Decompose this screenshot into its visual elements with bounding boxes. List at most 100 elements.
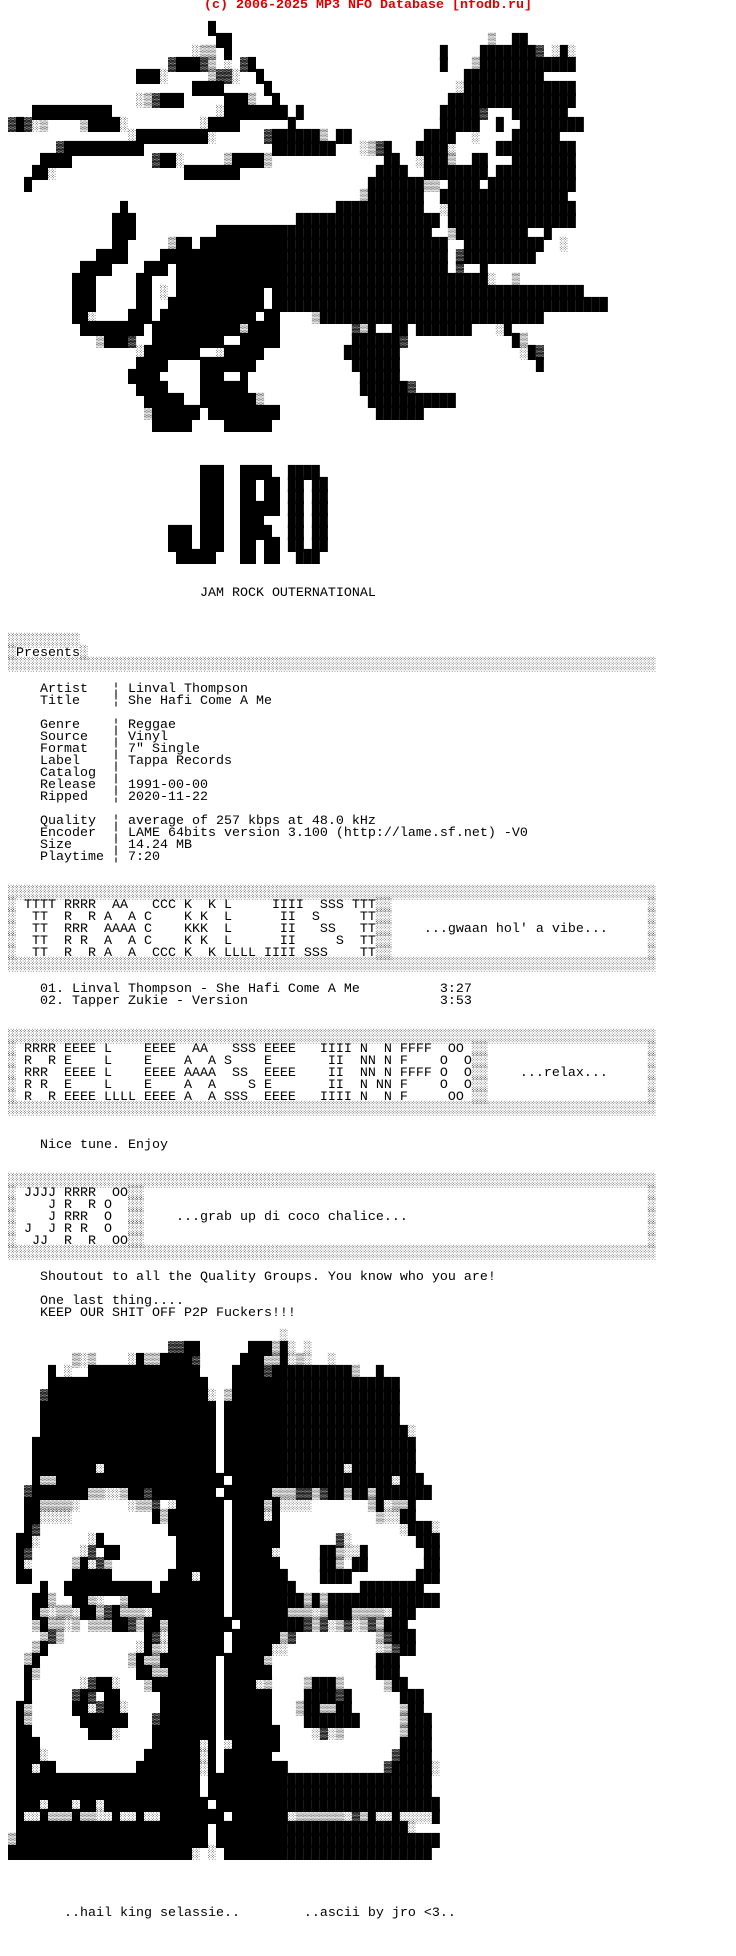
lion-art-line: ▒███████ ████████████████ <box>0 190 568 205</box>
lion-art-line: ██░ ███ ████████████ ██ ▒███████████████… <box>0 310 544 325</box>
info-field-genre: Genre ¦ Reggae <box>0 718 176 733</box>
lion-art-line: ▓██████████ ████████ ░▒▓█ ████░ ████████… <box>0 142 576 157</box>
spacer <box>0 0 656 12</box>
speakers-art-line: ▒▓▒ █▓░███████ ██████▒▓ ▒▓███ <box>0 1630 416 1645</box>
speakers-art-line: ▓███████▒▒░░▒██▓████████ ██████▒▒▒▓▓▒▓██… <box>0 1486 432 1501</box>
lion-art-line: ██ ▒██ ███████████████████████████████ █… <box>0 238 568 253</box>
spacer <box>0 1152 656 1164</box>
spacer <box>0 612 656 624</box>
speakers-art-line: █ ░ ██████████████ ████▓██████████▒ █ <box>0 1366 384 1381</box>
jro-logo-line: ███ ████ ████ <box>0 466 320 481</box>
lion-art-line: ██████████ ░████████ █ █████▓ ███████ <box>0 106 568 121</box>
spacer <box>0 600 656 612</box>
lion-art-line: ███ ██ ░ ███████████ ███████████████████… <box>0 286 584 301</box>
info-field-release: Release ¦ 1991-00-00 <box>0 778 208 793</box>
speakers-art-line: ██░░░░ █▒███████ ████░█ ▒░░██ <box>0 1510 416 1525</box>
jro-logo-line: ███ █████ ██ ██ <box>0 502 328 517</box>
tracklist-banner-line: ░ TTTT RRRR AA CCC K K L IIII SSS TTT░░ … <box>0 898 656 913</box>
speakers-art-line: █ ███████████ ████████ ████████ ████████ <box>0 1582 424 1597</box>
jro-logo-line: ███ ███ ██ ██ ██ ██ <box>0 538 328 553</box>
lion-art-line: ████████ ███████████▒████ ▓▒█ ██ ███████… <box>0 322 512 337</box>
spacer <box>0 564 656 576</box>
speakers-art-line: ░ <box>0 1330 288 1345</box>
presents-box-top: ░░░░░░░░░ <box>0 634 80 649</box>
lion-art-line: █ ███████▒▒ ████ ███████████ <box>0 178 576 193</box>
speakers-art-line: █░░█▒▒▒█▒▒░░█░░█░░████████ ███████░▒▒▒▒▒… <box>0 1810 440 1825</box>
lion-art-line: ███ ██ █████████████████████████████████… <box>0 274 520 289</box>
info-field-size: Size ¦ 14.24 MB <box>0 838 192 853</box>
jro-banner-line: ░ J J R R O ░░ ░ <box>0 1222 656 1237</box>
spacer <box>0 864 656 876</box>
speakers-art-line: █░ ▒█░▓▒ ██████ ██████ ██▒ ██ ██ <box>0 1558 440 1573</box>
info-field-catalog: Catalog ¦ <box>0 766 128 781</box>
speakers-art-line: ██░ ░█ ██████ ██████ ▓░ ███ <box>0 1534 440 1549</box>
info-field-title: Title ¦ She Hafi Come A Me <box>0 694 272 709</box>
spacer <box>0 1116 656 1128</box>
lion-art-line: █████ ██████ <box>0 418 272 433</box>
lion-art-line: ░▒▓███ ███▒ █ ████████████████ <box>0 94 576 109</box>
lion-art-line: ████ ███████ ██████ █ <box>0 358 544 373</box>
shoutout-text: Shoutout to all the Quality Groups. You … <box>0 1270 496 1285</box>
lion-art-line: ███░ ▒▓▓░ █ ██████████ <box>0 70 544 85</box>
lion-art-line: ███ ██████████████████ ████████████████ <box>0 214 576 229</box>
speakers-art-line: ▓▓██ ███▒█░ ░ <box>0 1342 312 1357</box>
speakers-art-line: ███████████████████████░ ░ █████████████… <box>0 1846 432 1861</box>
jro-box-bottom: ░░░░░░░░░░░░░░░░░░░░░░░░░░░░░░░░░░░░░░░░… <box>0 1246 656 1261</box>
lion-art-line: ███ ███████████████████████████ ▒███████… <box>0 226 552 241</box>
speakers-art-line: █▓ ░▓ ██ ██████ █████░ ██▒░░█ ██ <box>0 1546 440 1561</box>
jro-logo-line: ███ ███ ████ ██ ██ <box>0 526 328 541</box>
speakers-art-line: ████████████████████ ███████████████████… <box>0 1378 400 1393</box>
info-field-source: Source ¦ Vinyl <box>0 730 168 745</box>
jro-logo-line: ███ ██ ██ ██ ██ <box>0 478 328 493</box>
speakers-art-line: ███░███░██░█████████████ ███████████████… <box>0 1798 440 1813</box>
track-row: 01. Linval Thompson - She Hafi Come A Me… <box>0 982 472 997</box>
release-info-box-bottom: ░░░░░░░░░░░░░░░░░░░░░░░░░░░░░░░░░░░░░░░░… <box>0 1102 656 1117</box>
lion-art-line: █ ███████████ ░████████████████ <box>0 202 576 217</box>
lion-art-line: ░▒▒ █ █ ███████▓ ░█░ <box>0 46 576 61</box>
copyright-header: (c) 2006-2025 MP3 NFO Database [nfodb.ru… <box>204 0 532 13</box>
info-field-artist: Artist ¦ Linval Thompson <box>0 682 248 697</box>
speakers-art-line: ██▒▒▒▒░ ░▒▒▓ ░██████ ████▒█░░░░ ▒█░▒▒█ <box>0 1498 416 1513</box>
lion-art-line: ████ █ ░██████████████ <box>0 82 576 97</box>
release-info-banner-line: ░ R R E L E A A S E II NN N F O O░░ ░ <box>0 1054 656 1069</box>
release-info-banner-line: ░ R R EEEE LLLL EEEE A A SSS EEEE IIII N… <box>0 1090 656 1105</box>
lion-art-line: ▓███▓▒ ░ ▓█ █ ▒████████████ <box>0 58 576 73</box>
speakers-art-line: █▒░▒▒░██▒▓█▒▒▒░█████████ ███████▒▒▒░▒███… <box>0 1606 416 1621</box>
lion-art-line: ███ ██ ████████████ ████████████████████… <box>0 298 608 313</box>
tracklist-box-bottom: ░░░░░░░░░░░░░░░░░░░░░░░░░░░░░░░░░░░░░░░░… <box>0 958 656 973</box>
speakers-art-line: ▒█▒▒░▒ ▒▒▒██▓▒██▒████████ ████████▓▒▓░▒▓… <box>0 1618 408 1633</box>
lion-art-line: █ <box>0 22 216 37</box>
speakers-art-line: █▒ ██▒▒██████ ██████ ███ <box>0 1666 400 1681</box>
release-info-box-top: ░░░░░░░░░░░░░░░░░░░░░░░░░░░░░░░░░░░░░░░░… <box>0 1030 656 1045</box>
info-field-label: Label ¦ Tappa Records <box>0 754 232 769</box>
speakers-art-line: ██░██ ████████░█ ████████ ▓█████░ <box>0 1762 440 1777</box>
speakers-art-line: ███████████████████████ ████████████████… <box>0 1450 416 1465</box>
speakers-art-line: █▒ ██░▓██░ ███████ ██████ ▒██▒▒██ ▒██ <box>0 1702 424 1717</box>
speakers-art-line: ▒█ ▒█▒▒███████ █████▒ ███ <box>0 1654 400 1669</box>
spacer <box>0 1872 656 1884</box>
speakers-art-line: ███████████████████████ ████████████████… <box>0 1786 432 1801</box>
tracklist-banner-line: ░ TT RRR AAAA C KKK L II SS TT░░ ...gwaa… <box>0 922 656 937</box>
speakers-art-line: █▒ ██████ ▓███████ ██████ ███████ ▒███ <box>0 1714 432 1729</box>
speakers-art-line: ███████████████████████ ████████████████… <box>0 1774 432 1789</box>
speakers-art-line: ██ ███░ ████████ ███████ ░▓░▒ ▒███ <box>0 1726 432 1741</box>
speakers-art-line: █▒▒█████████████████████ ███████████████… <box>0 1474 424 1489</box>
tracklist-banner-line: ░ TT R R A A CCC K K LLLL IIII SSS TT░░ … <box>0 946 656 961</box>
info-field-encoder: Encoder ¦ LAME 64bits version 3.100 (htt… <box>0 826 528 841</box>
lion-art-line: ▒██████ █████████ ██████ <box>0 406 424 421</box>
lion-art-line: ████ ▓██░ ▒████▒ ██ ░███▒ ██ ████████ <box>0 154 576 169</box>
lion-art-line: ▓█▓░▒ ▒████░ ░████ █ █████ █ ████████ <box>0 118 584 133</box>
jro-logo-line: ███ ███ ██ ██ <box>0 514 328 529</box>
spacer <box>0 624 656 636</box>
speakers-art-line: ▓████████████████████░ ▒████████████████… <box>0 1390 400 1405</box>
nfo-document: █ ██ ▒ ██ ░▒▒ █ █ ███████▓ ░█░ ▓███▓▒ ░ … <box>0 0 656 1920</box>
jro-logo-line: █████ ██ ██ ███ <box>0 550 320 565</box>
speakers-art-line: ██▒ ██▒░ ▒████████████ █████████▒█▒█████… <box>0 1594 440 1609</box>
speakers-art-line: ███████████████████████ ████████████████… <box>0 1438 416 1453</box>
speakers-art-line: █▓ ███████ ██████ ░███░ <box>0 1522 440 1537</box>
speakers-art-line: ██████████████████████ █████████████████… <box>0 1426 416 1441</box>
lion-art-line: ░███████ ░█████ ███████ ░█▓ <box>0 346 544 361</box>
spacer <box>0 444 656 456</box>
lion-art-line: ████ ███ ███████████████████████████████… <box>0 262 504 277</box>
presents-divider: ░░░░░░░░░░░░░░░░░░░░░░░░░░░░░░░░░░░░░░░░… <box>0 658 656 673</box>
